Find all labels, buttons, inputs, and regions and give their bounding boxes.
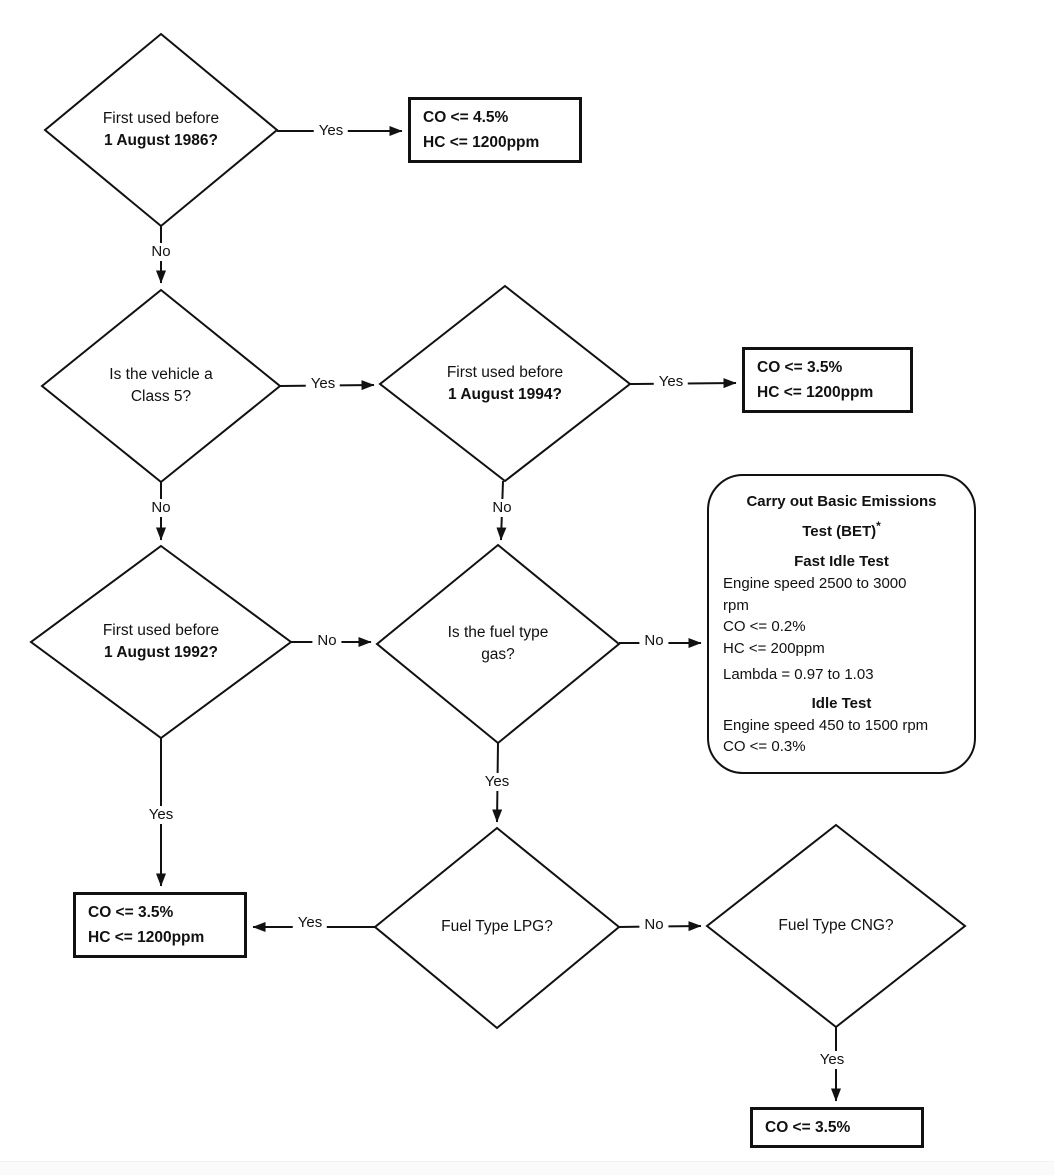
decision-1986-shape — [43, 32, 279, 228]
bet-fast-idle-line5: Lambda = 0.97 to 1.03 — [723, 666, 874, 683]
decision-cng-shape — [705, 823, 967, 1029]
edge-label-1994-yes: Yes — [653, 373, 689, 391]
decision-cng-label: Fuel Type CNG? — [778, 917, 894, 934]
edge-label-lpg-yes: Yes — [292, 914, 328, 932]
decision-fuel-gas-line2: gas? — [481, 646, 515, 663]
edge-label-1986-yes: Yes — [313, 122, 349, 140]
result-box-pre-1992: CO <= 3.5% HC <= 1200ppm — [73, 892, 247, 958]
result-box-pre-1986: CO <= 4.5% HC <= 1200ppm — [408, 97, 582, 163]
bet-idle-line1: Engine speed 450 to 1500 rpm — [723, 716, 929, 734]
edge-label-lpg-no: No — [639, 916, 669, 934]
bet-fast-idle-line1: Engine speed 2500 to 3000 — [723, 575, 907, 592]
decision-1986-line1: First used before — [102, 110, 220, 127]
result-pre-1994-line2: HC <= 1200ppm — [757, 384, 874, 401]
edge-label-gas-yes: Yes — [479, 773, 515, 791]
bet-title-line2: Test (BET)* — [723, 514, 960, 544]
bet-idle-heading: Idle Test — [811, 694, 872, 712]
edge-label-1994-no: No — [487, 499, 517, 517]
result-pre-1992-line2: HC <= 1200ppm — [88, 929, 205, 946]
edge-label-class5-no: No — [146, 499, 176, 517]
bet-box: Carry out Basic Emissions Test (BET)* Fa… — [707, 474, 976, 774]
decision-1992-line1: First used before — [102, 622, 220, 639]
edge-label-gas-no: No — [639, 632, 669, 650]
decision-1992-shape — [29, 544, 293, 740]
edge-label-1992-yes: Yes — [143, 806, 179, 824]
decision-1986-text: First used before 1 August 1986? — [103, 108, 219, 152]
decision-fuel-gas-shape — [375, 543, 621, 745]
edge-label-1986-no: No — [146, 243, 176, 261]
edge-label-class5-yes: Yes — [305, 375, 341, 393]
edge-label-cng-yes: Yes — [814, 1051, 850, 1069]
decision-lpg-shape — [373, 826, 621, 1030]
decision-1994-line2: 1 August 1994? — [448, 386, 562, 403]
result-pre-1992-line1: CO <= 3.5% — [88, 904, 174, 921]
decision-lpg-text: Fuel Type LPG? — [441, 916, 553, 938]
bet-fast-idle-line3: CO <= 0.2% — [723, 618, 806, 635]
decision-class5-shape — [40, 288, 282, 484]
decision-lpg-label: Fuel Type LPG? — [441, 918, 553, 935]
bet-title-line2-text: Test (BET) — [802, 523, 877, 540]
decision-class5-line2: Class 5? — [130, 388, 192, 405]
decision-1992-text: First used before 1 August 1992? — [103, 620, 219, 664]
bet-fast-idle-heading: Fast Idle Test — [794, 553, 889, 570]
edge-label-1992-no: No — [312, 632, 342, 650]
result-cng-line1: CO <= 3.5% — [765, 1119, 851, 1136]
bet-footnote-mark: * — [876, 519, 881, 533]
decision-fuel-gas-line1: Is the fuel type — [447, 624, 549, 641]
decision-1994-text: First used before 1 August 1994? — [447, 362, 563, 406]
decision-1992-line2: 1 August 1992? — [104, 644, 218, 661]
result-box-pre-1994: CO <= 3.5% HC <= 1200ppm — [742, 347, 913, 413]
bet-title: Carry out Basic Emissions Test (BET)* — [723, 489, 960, 544]
result-pre-1994-line1: CO <= 3.5% — [757, 359, 843, 376]
decision-fuel-gas-text: Is the fuel type gas? — [448, 622, 549, 666]
bet-title-line1: Carry out Basic Emissions — [746, 493, 937, 510]
decision-1986-line2: 1 August 1986? — [104, 132, 218, 149]
decision-1994-line1: First used before — [446, 364, 564, 381]
result-pre-1986-line2: HC <= 1200ppm — [423, 134, 540, 151]
result-pre-1986-line1: CO <= 4.5% — [423, 109, 509, 126]
decision-class5-line1: Is the vehicle a — [109, 366, 213, 383]
bet-fast-idle-line2: rpm — [723, 596, 749, 614]
decision-class5-text: Is the vehicle a Class 5? — [109, 364, 212, 408]
decision-1994-shape — [378, 284, 632, 483]
bet-idle-line2: CO <= 0.3% — [723, 738, 806, 755]
result-box-cng: CO <= 3.5% — [750, 1107, 924, 1148]
decision-cng-text: Fuel Type CNG? — [778, 915, 893, 937]
page-bottom-strip — [0, 1161, 1054, 1175]
bet-fast-idle-line4: HC <= 200ppm — [723, 639, 825, 657]
